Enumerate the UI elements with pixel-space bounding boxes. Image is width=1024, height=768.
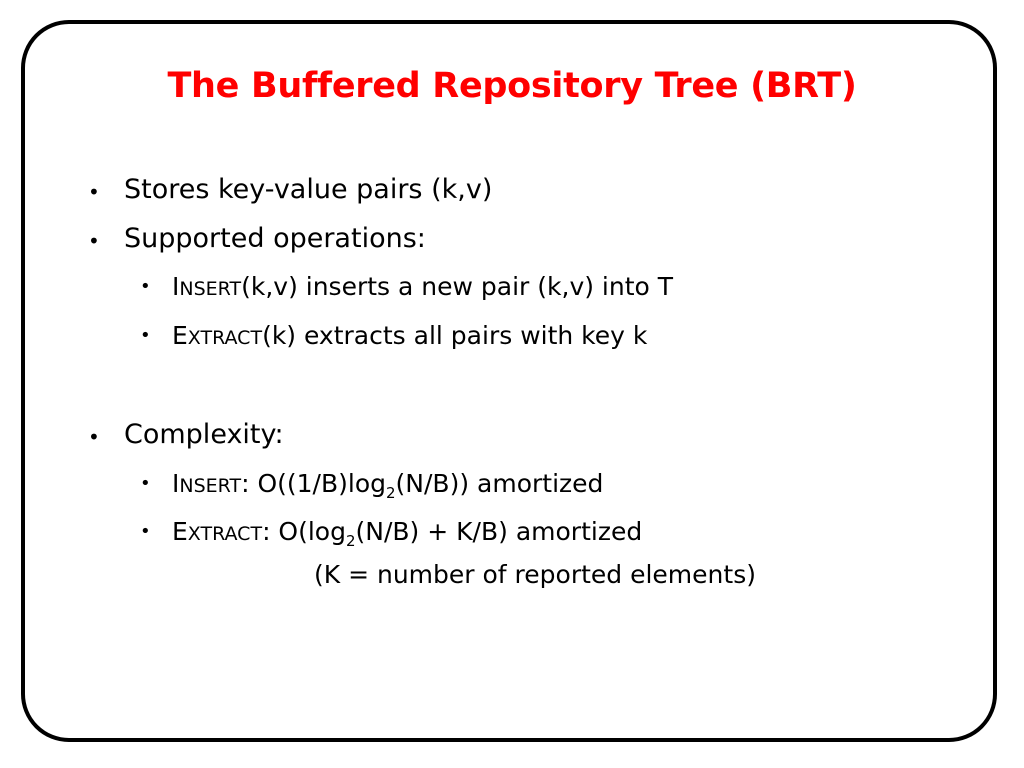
bullet-icon: • — [88, 229, 100, 253]
op-name-initial: E — [172, 517, 188, 546]
bullet-stores-key-value: Stores key-value pairs (k,v) — [124, 174, 493, 205]
slide-title: The Buffered Repository Tree (BRT) — [167, 66, 857, 106]
op-name-rest: XTRACT — [187, 327, 263, 349]
bullet-icon: • — [140, 473, 151, 494]
extract-complexity-note: (K = number of reported elements) — [314, 560, 756, 589]
complexity-formula-end: (N/B) + K/B) amortized — [355, 517, 643, 546]
complexity-formula-start: : O(log — [262, 517, 346, 546]
sub-bullet-insert-op: INSERT(k,v) inserts a new pair (k,v) int… — [172, 274, 673, 299]
bullet-icon: • — [140, 521, 151, 542]
bullet-complexity: Complexity: — [124, 419, 284, 450]
op-name-initial: I — [172, 272, 180, 301]
bullet-icon: • — [88, 180, 100, 204]
op-description: (k) extracts all pairs with key k — [262, 321, 648, 350]
op-name-rest: NSERT — [179, 475, 242, 497]
op-name-initial: E — [172, 321, 188, 350]
op-name-initial: I — [172, 469, 180, 498]
sub-bullet-extract-complexity: EXTRACT: O(log2(N/B) + K/B) amortized — [172, 517, 643, 549]
bullet-icon: • — [88, 425, 100, 449]
bullet-icon: • — [140, 276, 151, 297]
bullet-supported-operations: Supported operations: — [124, 223, 426, 254]
op-name-rest: XTRACT — [187, 523, 263, 545]
log-base-subscript: 2 — [345, 532, 356, 550]
slide-frame — [21, 20, 997, 742]
complexity-formula-start: : O((1/B)log — [241, 469, 386, 498]
sub-bullet-insert-complexity: INSERT: O((1/B)log2(N/B)) amortized — [172, 469, 604, 501]
log-base-subscript: 2 — [386, 484, 396, 502]
op-description: (k,v) inserts a new pair (k,v) into T — [241, 272, 674, 301]
op-name-rest: NSERT — [179, 278, 242, 300]
sub-bullet-extract-op: EXTRACT(k) extracts all pairs with key k — [172, 323, 647, 348]
complexity-formula-end: (N/B)) amortized — [395, 469, 604, 498]
bullet-icon: • — [140, 325, 151, 346]
